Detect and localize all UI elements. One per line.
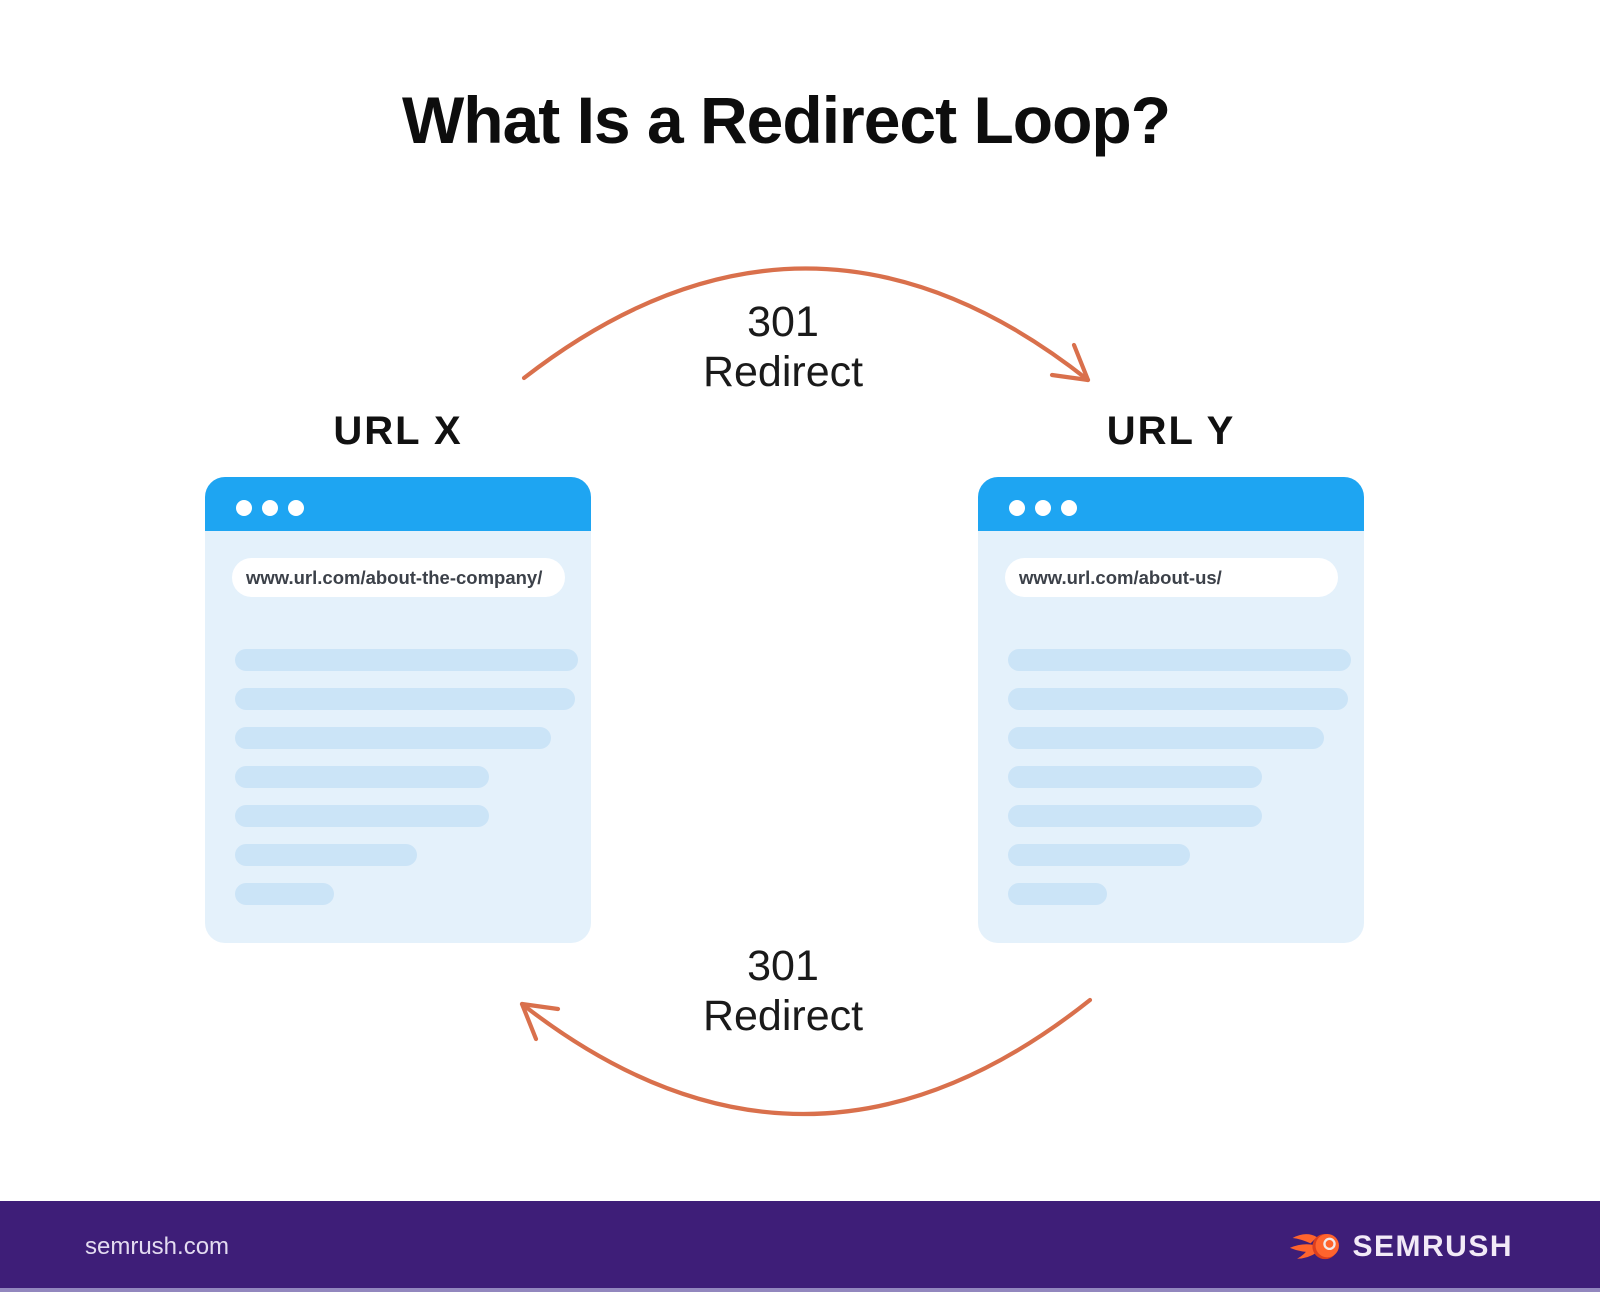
content-placeholder-line: [1008, 805, 1262, 827]
window-dot-icon: [1061, 500, 1077, 516]
content-placeholder-line: [235, 766, 489, 788]
top-redirect-label: 301 Redirect: [633, 297, 933, 397]
semrush-logo: SEMRUSH: [1289, 1228, 1513, 1266]
url-y-window: www.url.com/about-us/: [978, 477, 1364, 943]
page-content-placeholder: [235, 649, 578, 905]
redirect-word: Redirect: [702, 992, 864, 1040]
content-placeholder-line: [235, 844, 417, 866]
url-x-window: www.url.com/about-the-company/: [205, 477, 591, 943]
address-bar: www.url.com/about-the-company/: [232, 558, 565, 597]
semrush-flame-icon: [1290, 1233, 1340, 1259]
content-placeholder-line: [1008, 766, 1262, 788]
content-placeholder-line: [235, 805, 489, 827]
address-text: www.url.com/about-us/: [1019, 566, 1222, 588]
footer-bar: semrush.com SEMRUSH: [0, 1201, 1600, 1292]
content-placeholder-line: [1008, 883, 1108, 905]
redirect-code: 301: [747, 298, 819, 346]
redirect-code: 301: [747, 942, 819, 990]
window-dot-icon: [1035, 500, 1051, 516]
browser-title-bar: [205, 477, 591, 531]
window-dot-icon: [1009, 500, 1025, 516]
url-x-label: URL X: [333, 409, 463, 453]
footer-site-link[interactable]: semrush.com: [85, 1232, 230, 1260]
address-text: www.url.com/about-the-company/: [246, 566, 543, 588]
window-dot-icon: [288, 500, 304, 516]
content-placeholder-line: [1008, 727, 1324, 749]
content-placeholder-line: [235, 727, 551, 749]
url-y-label: URL Y: [1106, 409, 1236, 453]
window-dot-icon: [262, 500, 278, 516]
content-placeholder-line: [235, 649, 578, 671]
bottom-redirect-label: 301 Redirect: [633, 941, 933, 1041]
content-placeholder-line: [1008, 844, 1190, 866]
page-title: What Is a Redirect Loop?: [401, 83, 1171, 157]
content-placeholder-line: [235, 688, 575, 710]
page-content-placeholder: [1008, 649, 1351, 905]
content-placeholder-line: [235, 883, 335, 905]
window-dot-icon: [236, 500, 252, 516]
browser-title-bar: [978, 477, 1364, 531]
content-placeholder-line: [1008, 688, 1348, 710]
content-placeholder-line: [1008, 649, 1351, 671]
semrush-wordmark: SEMRUSH: [1352, 1229, 1513, 1263]
redirect-word: Redirect: [702, 348, 864, 396]
address-bar: www.url.com/about-us/: [1005, 558, 1338, 597]
